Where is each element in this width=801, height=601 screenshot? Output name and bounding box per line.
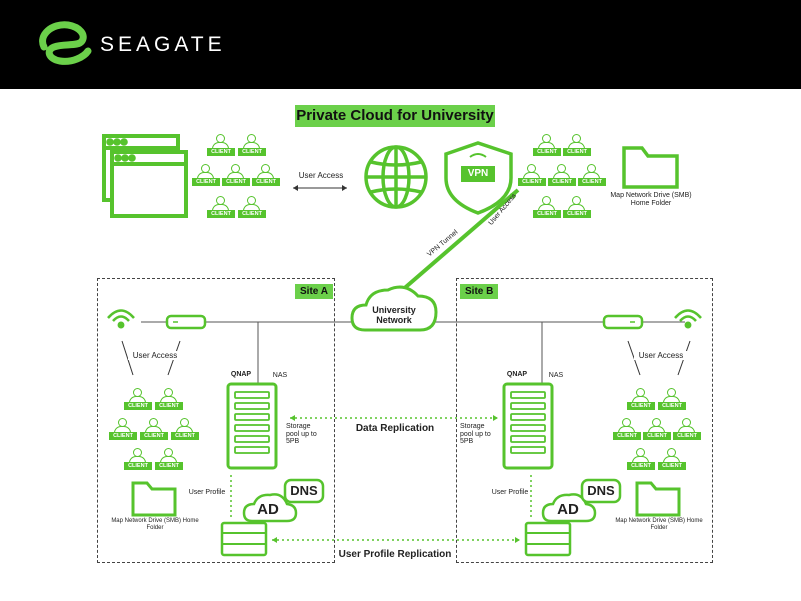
browser-windows-icon: [102, 134, 188, 218]
client-icon: CLIENT: [238, 196, 266, 218]
client-icon: CLIENT: [658, 388, 686, 410]
site-b-qnap-label: QNAP: [506, 371, 528, 378]
site-a-ad-label: AD: [257, 501, 279, 518]
data-replication-label: Data Replication: [355, 423, 435, 434]
header-bar: SEAGATE: [0, 0, 801, 89]
client-icon: CLIENT: [124, 388, 152, 410]
site-a-ad-server-icon: [220, 521, 268, 557]
client-icon: CLIENT: [238, 134, 266, 156]
diagram-title: Private Cloud for University: [295, 105, 495, 127]
client-icon: CLIENT: [222, 164, 250, 186]
site-a-folder-icon: [131, 481, 177, 517]
client-icon: CLIENT: [109, 418, 137, 440]
site-a-box: [97, 278, 335, 563]
university-network-label: University Network: [372, 305, 416, 325]
client-icon: CLIENT: [518, 164, 546, 186]
site-b-box: [456, 278, 713, 563]
client-icon: CLIENT: [207, 134, 235, 156]
client-icon: CLIENT: [252, 164, 280, 186]
site-a-user-profile-label: User Profile: [188, 489, 226, 496]
site-b-dns-label: DNS: [587, 483, 615, 498]
site-b-storage-label: Storage pool up to 5PB: [460, 423, 491, 446]
client-icon: CLIENT: [171, 418, 199, 440]
site-b-map-drive-label: Map Network Drive (SMB) Home Folder: [615, 518, 703, 531]
client-icon: CLIENT: [563, 134, 591, 156]
client-icon: CLIENT: [548, 164, 576, 186]
client-icon: CLIENT: [658, 448, 686, 470]
site-a-nas-icon: [226, 382, 278, 470]
vpn-label: VPN: [467, 168, 489, 179]
site-b-user-access-label: User Access: [634, 351, 688, 360]
map-drive-label: Map Network Drive (SMB) Home Folder: [610, 192, 692, 207]
site-a-map-drive-label: Map Network Drive (SMB) Home Folder: [111, 518, 199, 531]
client-icon: CLIENT: [627, 448, 655, 470]
site-b-ad-server-icon: [524, 521, 572, 557]
user-profile-replication-label: User Profile Replication: [338, 549, 452, 560]
site-a-qnap-label: QNAP: [230, 371, 252, 378]
client-icon: CLIENT: [155, 448, 183, 470]
globe-icon: [364, 145, 428, 209]
site-b-folder-icon: [635, 481, 681, 517]
seagate-logo-icon: [39, 21, 92, 65]
client-icon: CLIENT: [533, 196, 561, 218]
site-b-wifi-icon: [674, 309, 702, 329]
university-network-cloud: [350, 285, 438, 332]
client-icon: CLIENT: [533, 134, 561, 156]
site-b-nas-label: NAS: [548, 372, 564, 379]
user-access-label: User Access: [298, 171, 344, 180]
site-b-ad-cloud: [541, 493, 597, 523]
site-b-router-icon: [602, 314, 644, 330]
site-a-wifi-icon: [107, 309, 135, 329]
vpn-shield-icon: [444, 141, 513, 215]
site-a-ad-cloud: [242, 493, 298, 523]
site-a-storage-label: Storage pool up to 5PB: [286, 423, 317, 446]
client-icon: CLIENT: [140, 418, 168, 440]
site-a-nas-label: NAS: [272, 372, 288, 379]
site-a-user-access-label: User Access: [128, 351, 182, 360]
client-icon: CLIENT: [207, 196, 235, 218]
site-b-user-profile-label: User Profile: [491, 489, 529, 496]
brand-name: SEAGATE: [100, 33, 226, 56]
site-b-tag: Site B: [460, 284, 499, 299]
site-a-dns-label: DNS: [290, 483, 318, 498]
site-b-ad-label: AD: [557, 501, 579, 518]
client-icon: CLIENT: [613, 418, 641, 440]
client-icon: CLIENT: [192, 164, 220, 186]
client-icon: CLIENT: [578, 164, 606, 186]
client-icon: CLIENT: [155, 388, 183, 410]
client-icon: CLIENT: [563, 196, 591, 218]
client-icon: CLIENT: [627, 388, 655, 410]
vpn-tunnel-line: [398, 188, 520, 294]
folder-icon: [622, 146, 679, 189]
site-b-nas-icon: [502, 382, 554, 470]
site-b-dns-box: [580, 478, 622, 504]
site-a-dns-box: [283, 478, 325, 504]
client-icon: CLIENT: [673, 418, 701, 440]
client-icon: CLIENT: [643, 418, 671, 440]
site-a-tag: Site A: [295, 284, 333, 299]
client-icon: CLIENT: [124, 448, 152, 470]
site-a-router-icon: [165, 314, 207, 330]
